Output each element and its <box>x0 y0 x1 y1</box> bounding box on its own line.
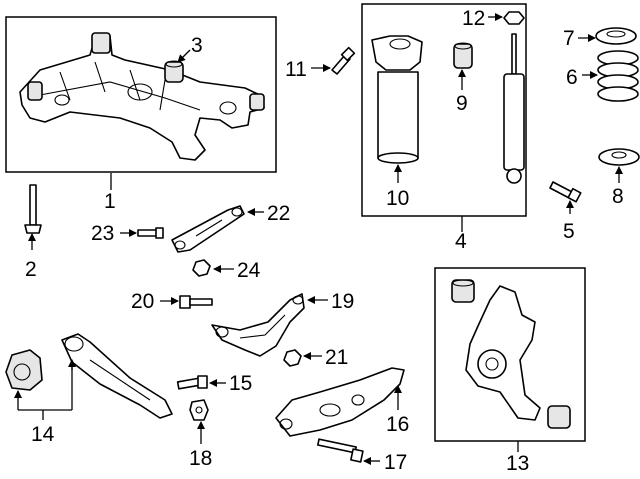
callout-4: 4 <box>455 230 467 253</box>
callout-21: 21 <box>325 346 348 369</box>
lower-control-arm <box>275 367 405 437</box>
callout-7: 7 <box>563 27 575 50</box>
callout-13: 13 <box>506 452 529 475</box>
upper-arm-bolt <box>137 227 164 239</box>
toe-link-bolt <box>179 295 213 309</box>
leader-14 <box>17 362 73 420</box>
toe-arm-nut <box>283 349 302 367</box>
callout-11: 11 <box>285 58 307 81</box>
callout-20: 20 <box>131 290 154 313</box>
callout-1: 1 <box>104 190 116 213</box>
subframe-group-box <box>5 16 277 173</box>
crossmember-subframe <box>19 32 265 161</box>
callout-18: 18 <box>189 447 212 470</box>
upper-arm-nut <box>192 259 211 277</box>
callout-16: 16 <box>386 413 409 436</box>
coil-spring <box>597 50 639 102</box>
toe-control-arm <box>211 293 305 357</box>
spring-boot <box>371 35 423 164</box>
upper-spring-seat <box>595 27 637 45</box>
shock-nut <box>503 11 525 25</box>
callout-3: 3 <box>191 34 203 57</box>
bump-stop <box>453 42 473 69</box>
lower-arm-bolt <box>316 438 364 463</box>
subframe-bushing <box>164 60 184 83</box>
callout-9: 9 <box>456 92 468 115</box>
trailing-arm-bushing <box>5 349 43 391</box>
trailing-arm-bracket <box>189 399 209 421</box>
upper-control-arm <box>171 205 245 253</box>
trailing-arm-bolt <box>176 375 208 390</box>
callout-19: 19 <box>331 290 354 313</box>
callout-15: 15 <box>229 372 252 395</box>
lower-spring-seat <box>598 148 640 166</box>
rear-knuckle <box>451 279 571 429</box>
leader-3 <box>177 49 191 63</box>
callout-6: 6 <box>566 66 578 89</box>
callout-22: 22 <box>267 202 290 225</box>
callout-17: 17 <box>384 451 407 474</box>
subframe-bolt <box>24 184 42 234</box>
shock-absorber <box>503 33 525 184</box>
callout-2: 2 <box>25 258 37 281</box>
callout-5: 5 <box>563 220 575 243</box>
callout-23: 23 <box>91 222 114 245</box>
callout-10: 10 <box>386 187 409 210</box>
callout-24: 24 <box>237 259 261 282</box>
knuckle-group-box <box>434 267 586 442</box>
callout-8: 8 <box>612 185 624 208</box>
shock-bolt <box>549 181 582 203</box>
callout-14: 14 <box>31 423 55 446</box>
trailing-arm <box>61 333 173 419</box>
callout-12: 12 <box>462 7 485 30</box>
mount-bolt <box>331 46 356 75</box>
shock-absorber-group-box <box>361 3 527 217</box>
